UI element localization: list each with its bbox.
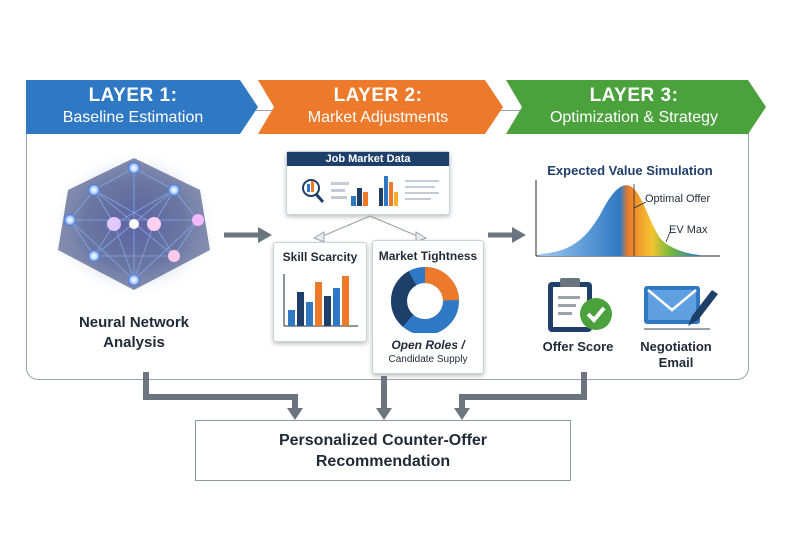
market-tightness-title: Market Tightness (378, 249, 478, 263)
neural-network-icon (50, 150, 218, 298)
layer-3-title: LAYER 3: (589, 85, 679, 106)
layer-2-banner: LAYER 2: Market Adjustments (258, 80, 503, 134)
layer-3-title-block: LAYER 3: Optimization & Strategy (516, 80, 752, 134)
layer-2-chevron (258, 80, 503, 134)
layer-1-title: LAYER 1: (88, 85, 178, 106)
arrow-layer1-to-layer2 (224, 227, 272, 243)
neural-network-graphic (50, 150, 218, 298)
email-pen-icon (644, 286, 718, 330)
layer-2-title: LAYER 2: (333, 85, 423, 106)
layer-2-title-block: LAYER 2: Market Adjustments (268, 80, 488, 134)
layer-1-banner: LAYER 1: Baseline Estimation (26, 80, 258, 134)
ev-max-label: EV Max (669, 224, 708, 236)
layer-3-banner: LAYER 3: Optimization & Strategy (506, 80, 766, 134)
candidate-supply-label: Candidate Supply (388, 354, 468, 365)
job-market-connectors (312, 215, 428, 242)
optimal-offer-label: Optimal Offer (645, 193, 711, 205)
offer-score-label: Offer Score (542, 339, 614, 354)
open-roles-label: Open Roles / (391, 338, 465, 352)
skill-scarcity-card: Skill Scarcity (273, 242, 367, 342)
negotiation-email-label: Negotiation Email (640, 339, 712, 370)
output-connectors (143, 372, 587, 420)
counter-offer-recommendation-box: Personalized Counter-Offer Recommendatio… (195, 420, 571, 481)
layer-1-title-block: LAYER 1: Baseline Estimation (26, 80, 240, 134)
ev-simulation-curve (535, 180, 720, 257)
output-line-1: Personalized Counter-Offer (278, 431, 488, 449)
layer-3-subtitle: Optimization & Strategy (549, 109, 719, 126)
job-market-data-title: Job Market Data (287, 152, 449, 166)
skill-scarcity-bar-chart (283, 274, 358, 327)
layer-1-chevron (26, 80, 258, 134)
layer-1-subtitle: Baseline Estimation (62, 109, 204, 126)
layer-2-subtitle: Market Adjustments (307, 109, 449, 126)
output-line-2: Recommendation (315, 452, 451, 470)
market-tightness-donut-chart (391, 267, 459, 335)
clipboard-check-icon (548, 278, 612, 332)
neural-network-label: Neural Network Analysis (78, 314, 190, 351)
job-market-data-card: Job Market Data (286, 151, 450, 215)
ev-simulation-title: Expected Value Simulation (547, 163, 713, 178)
arrow-layer2-to-layer3 (488, 227, 526, 243)
layer-3-chevron (506, 80, 766, 134)
job-market-data-graphic (302, 176, 439, 206)
skill-scarcity-title: Skill Scarcity (282, 250, 358, 264)
market-tightness-card: Market Tightness Open Roles / Candidate … (372, 240, 484, 374)
